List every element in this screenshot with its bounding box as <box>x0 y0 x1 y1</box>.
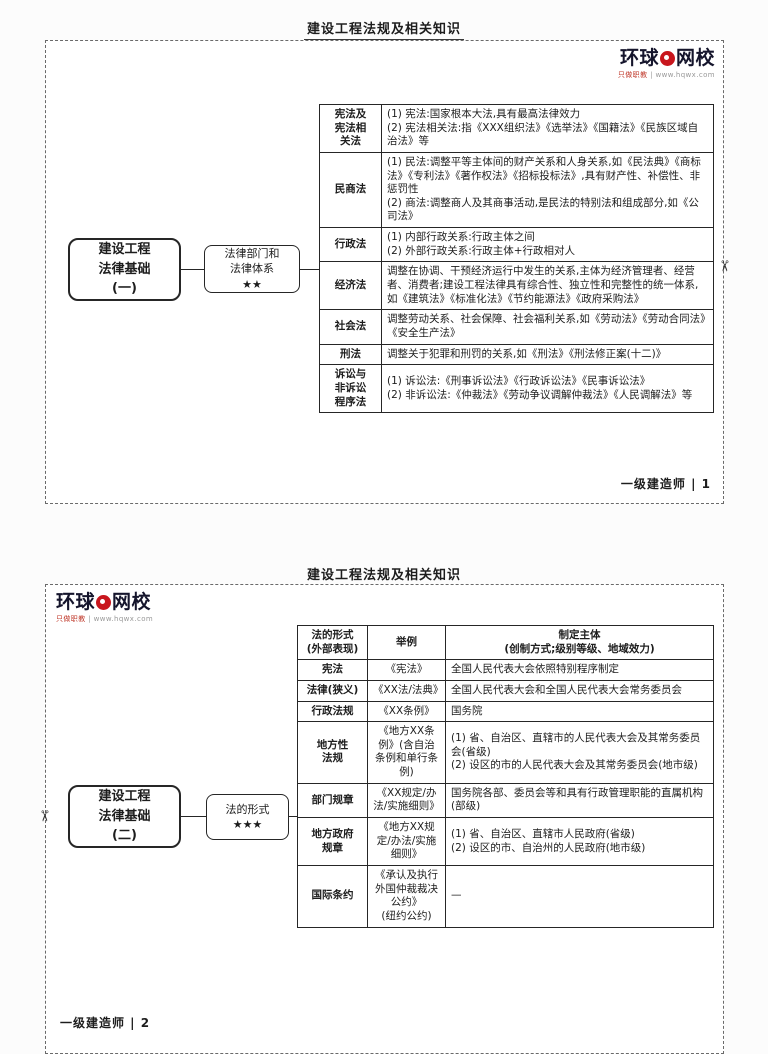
row-content-cell: (1) 诉讼法:《刑事诉讼法》《行政诉讼法》《民事诉讼法》 (2) 非诉讼法:《… <box>381 364 714 414</box>
table-row: 社会法 调整劳动关系、社会保障、社会福利关系,如《劳动法》《劳动合同法》《安全生… <box>319 309 714 345</box>
row-maker-cell: — <box>445 864 714 928</box>
header-cell-form: 法的形式 (外部表现) <box>297 624 368 661</box>
row-label-cell: 行政法 <box>319 227 382 263</box>
scissors-icon: ✂ <box>35 809 54 823</box>
row-form-cell: 宪法 <box>297 659 368 681</box>
doc-title: 建设工程法规及相关知识 <box>303 18 464 40</box>
page2-forms-table: 法的形式 (外部表现) 举例 制定主体 (创制方式;级别等级、地域效力) 宪法 … <box>297 624 714 928</box>
row-form-cell: 地方性 法规 <box>297 721 368 784</box>
brand-logo-icon <box>659 51 675 66</box>
row-form-cell: 部门规章 <box>297 782 368 819</box>
row-maker-cell: 全国人民代表大会依照特别程序制定 <box>445 659 714 681</box>
row-example-cell: 《承认及执行外国仲裁裁决公约》 (纽约公约) <box>367 864 446 928</box>
row-label-cell: 经济法 <box>319 261 382 311</box>
brand-name-left: 环球 <box>56 591 96 613</box>
connector-line <box>289 816 297 817</box>
row-example-cell: 《XX法/法典》 <box>367 679 446 702</box>
brand-name: 环球网校 <box>618 49 715 68</box>
brand-tagline: 只做职教 | www.hqwx.com <box>618 72 715 79</box>
table-row: 刑法 调整关于犯罪和刑罚的关系,如《刑法》《刑法修正案(十二)》 <box>319 343 714 366</box>
row-example-cell: 《宪法》 <box>367 659 446 681</box>
brand-tagline: 只做职教 | www.hqwx.com <box>56 616 153 623</box>
row-maker-cell: 全国人民代表大会和全国人民代表大会常务委员会 <box>445 679 714 702</box>
row-form-cell: 地方政府 规章 <box>297 817 368 866</box>
brand-logo: 环球网校 只做职教 | www.hqwx.com <box>56 593 153 623</box>
brand-logo-icon <box>96 595 112 610</box>
brand-tagline-url: | www.hqwx.com <box>650 71 715 79</box>
page2-sheet: 环球网校 只做职教 | www.hqwx.com 建设工程 法律基础 (二) 法… <box>35 584 724 1054</box>
row-content-cell: (1) 内部行政关系:行政主体之间 (2) 外部行政关系:行政主体+行政相对人 <box>381 227 714 263</box>
connector-line <box>181 816 206 817</box>
row-content-cell: (1) 宪法:国家根本大法,具有最高法律效力 (2) 宪法相关法:指《XXX组织… <box>381 104 714 153</box>
page2-root-node: 建设工程 法律基础 (二) <box>68 785 181 848</box>
table-row: 国际条约 《承认及执行外国仲裁裁决公约》 (纽约公约) — <box>297 864 714 928</box>
row-content-cell: 调整在协调、干预经济运行中发生的关系,主体为经济管理者、经营者、消费者;建设工程… <box>381 261 714 311</box>
table-row: 民商法 (1) 民法:调整平等主体间的财产关系和人身关系,如《民法典》《商标法》… <box>319 151 714 229</box>
row-label-cell: 诉讼与 非诉讼 程序法 <box>319 364 382 414</box>
brand-tagline-slogan: 只做职教 <box>617 71 648 79</box>
connector-line <box>300 269 319 270</box>
page1-branch-node: 法律部门和 法律体系 ★★ <box>204 245 300 293</box>
page1-sheet: 环球网校 只做职教 | www.hqwx.com 建设工程 法律基础 (一) 法… <box>45 40 734 504</box>
row-content-cell: 调整关于犯罪和刑罚的关系,如《刑法》《刑法修正案(十二)》 <box>381 343 714 366</box>
row-form-cell: 法律(狭义) <box>297 679 368 702</box>
table-row: 行政法规 《XX条例》 国务院 <box>297 700 714 723</box>
table-header-row: 法的形式 (外部表现) 举例 制定主体 (创制方式;级别等级、地域效力) <box>297 624 714 661</box>
scissors-icon: ✂ <box>715 259 734 273</box>
row-maker-cell: (1) 省、自治区、直辖市人民政府(省级) (2) 设区的市、自治州的人民政府(… <box>445 817 714 866</box>
table-row: 部门规章 《XX规定/办法/实施细则》 国务院各部、委员会等和具有行政管理职能的… <box>297 782 714 819</box>
table-row: 诉讼与 非诉讼 程序法 (1) 诉讼法:《刑事诉讼法》《行政诉讼法》《民事诉讼法… <box>319 364 714 414</box>
table-row: 地方政府 规章 《地方XX规定/办法/实施细则》 (1) 省、自治区、直辖市人民… <box>297 817 714 866</box>
connector-line <box>181 269 204 270</box>
page2-branch-node: 法的形式 ★★★ <box>206 794 289 840</box>
row-label-cell: 刑法 <box>319 343 382 366</box>
brand-name: 环球网校 <box>56 593 153 612</box>
row-label-cell: 社会法 <box>319 309 382 345</box>
page2-header: 建设工程法规及相关知识 <box>0 564 768 586</box>
brand-logo: 环球网校 只做职教 | www.hqwx.com <box>618 49 715 79</box>
row-label-cell: 民商法 <box>319 151 382 229</box>
table-row: 宪法 《宪法》 全国人民代表大会依照特别程序制定 <box>297 659 714 681</box>
row-example-cell: 《地方XX规定/办法/实施细则》 <box>367 817 446 866</box>
header-cell-maker: 制定主体 (创制方式;级别等级、地域效力) <box>445 624 714 661</box>
brand-tagline-url: | www.hqwx.com <box>88 615 154 623</box>
row-maker-cell: 国务院 <box>445 700 714 723</box>
row-content-cell: (1) 民法:调整平等主体间的财产关系和人身关系,如《民法典》《商标法》《专利法… <box>381 151 714 229</box>
page2-footer: 一级建造师 | 2 <box>60 1016 151 1030</box>
page1-law-table: 宪法及 宪法相 关法 (1) 宪法:国家根本大法,具有最高法律效力 (2) 宪法… <box>319 104 714 414</box>
row-content-cell: 调整劳动关系、社会保障、社会福利关系,如《劳动法》《劳动合同法》《安全生产法》 <box>381 309 714 345</box>
brand-name-right: 网校 <box>112 591 152 613</box>
page1-header: 建设工程法规及相关知识 <box>0 18 768 40</box>
table-row: 行政法 (1) 内部行政关系:行政主体之间 (2) 外部行政关系:行政主体+行政… <box>319 227 714 263</box>
row-example-cell: 《地方XX条例》(含自治条例和单行条例) <box>367 721 446 784</box>
row-maker-cell: 国务院各部、委员会等和具有行政管理职能的直属机构(部级) <box>445 782 714 819</box>
row-example-cell: 《XX条例》 <box>367 700 446 723</box>
brand-name-left: 环球 <box>619 47 659 69</box>
table-row: 经济法 调整在协调、干预经济运行中发生的关系,主体为经济管理者、经营者、消费者;… <box>319 261 714 311</box>
row-maker-cell: (1) 省、自治区、直辖市的人民代表大会及其常务委员会(省级) (2) 设区的市… <box>445 721 714 784</box>
table-row: 地方性 法规 《地方XX条例》(含自治条例和单行条例) (1) 省、自治区、直辖… <box>297 721 714 784</box>
header-cell-example: 举例 <box>367 624 446 661</box>
brand-name-right: 网校 <box>675 47 715 69</box>
row-example-cell: 《XX规定/办法/实施细则》 <box>367 782 446 819</box>
page1-footer: 一级建造师 | 1 <box>620 477 711 491</box>
doc-title: 建设工程法规及相关知识 <box>303 564 464 586</box>
brand-tagline-slogan: 只做职教 <box>56 615 86 623</box>
table-row: 法律(狭义) 《XX法/法典》 全国人民代表大会和全国人民代表大会常务委员会 <box>297 679 714 702</box>
page1-root-node: 建设工程 法律基础 (一) <box>68 238 181 301</box>
row-form-cell: 行政法规 <box>297 700 368 723</box>
row-form-cell: 国际条约 <box>297 864 368 928</box>
table-row: 宪法及 宪法相 关法 (1) 宪法:国家根本大法,具有最高法律效力 (2) 宪法… <box>319 104 714 153</box>
row-label-cell: 宪法及 宪法相 关法 <box>319 104 382 153</box>
